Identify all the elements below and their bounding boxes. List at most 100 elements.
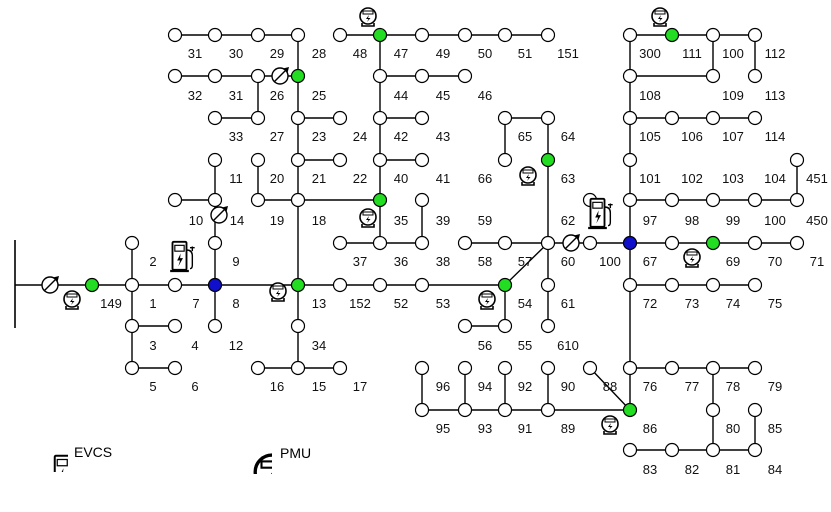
bus-node-76[interactable]	[622, 360, 638, 376]
bus-node-38[interactable]	[414, 235, 430, 251]
bus-node-src[interactable]	[84, 277, 100, 293]
bus-node-67[interactable]	[622, 235, 638, 251]
bus-node-88[interactable]	[582, 360, 598, 376]
bus-node-65[interactable]	[497, 110, 513, 126]
bus-node-450[interactable]	[789, 192, 805, 208]
bus-node-37[interactable]	[332, 235, 348, 251]
bus-node-48[interactable]	[332, 27, 348, 43]
bus-node-105[interactable]	[622, 110, 638, 126]
bus-node-106[interactable]	[664, 110, 680, 126]
bus-node-69[interactable]	[705, 235, 721, 251]
bus-node-84[interactable]	[747, 442, 763, 458]
bus-node-113[interactable]	[747, 68, 763, 84]
bus-node-89[interactable]	[540, 402, 556, 418]
bus-node-31b[interactable]	[207, 68, 223, 84]
bus-node-100a[interactable]	[705, 27, 721, 43]
bus-node-50[interactable]	[457, 27, 473, 43]
bus-node-64[interactable]	[540, 110, 556, 126]
bus-node-57[interactable]	[540, 235, 556, 251]
bus-node-90[interactable]	[540, 360, 556, 376]
bus-node-56[interactable]	[457, 318, 473, 334]
bus-node-109[interactable]	[705, 68, 721, 84]
bus-node-21[interactable]	[290, 152, 306, 168]
bus-node-96[interactable]	[414, 360, 430, 376]
bus-node-49[interactable]	[414, 27, 430, 43]
bus-node-41[interactable]	[414, 152, 430, 168]
bus-node-63[interactable]	[540, 152, 556, 168]
bus-node-72[interactable]	[622, 277, 638, 293]
bus-node-300[interactable]	[622, 27, 638, 43]
bus-node-47[interactable]	[372, 27, 388, 43]
bus-node-27[interactable]	[250, 110, 266, 126]
bus-node-46[interactable]	[457, 68, 473, 84]
bus-node-73[interactable]	[664, 277, 680, 293]
bus-node-25[interactable]	[290, 68, 306, 84]
bus-node-39[interactable]	[414, 192, 430, 208]
bus-node-34[interactable]	[290, 318, 306, 334]
bus-node-14[interactable]	[207, 192, 223, 208]
bus-node-24[interactable]	[332, 110, 348, 126]
bus-node-152[interactable]	[332, 277, 348, 293]
bus-node-8[interactable]	[207, 277, 223, 293]
bus-node-101[interactable]	[622, 152, 638, 168]
bus-node-83[interactable]	[622, 442, 638, 458]
bus-node-451[interactable]	[789, 152, 805, 168]
bus-node-15[interactable]	[290, 360, 306, 376]
bus-node-35[interactable]	[372, 192, 388, 208]
bus-node-86[interactable]	[622, 402, 638, 418]
bus-node-75[interactable]	[747, 277, 763, 293]
bus-node-95[interactable]	[414, 402, 430, 418]
bus-node-61[interactable]	[540, 277, 556, 293]
bus-node-81[interactable]	[705, 442, 721, 458]
bus-node-33[interactable]	[207, 110, 223, 126]
bus-node-92[interactable]	[497, 360, 513, 376]
bus-node-5[interactable]	[124, 360, 140, 376]
bus-node-98[interactable]	[664, 235, 680, 251]
bus-node-4[interactable]	[167, 318, 183, 334]
bus-node-107[interactable]	[705, 110, 721, 126]
bus-node-6[interactable]	[167, 360, 183, 376]
bus-node-42[interactable]	[372, 110, 388, 126]
bus-node-10[interactable]	[167, 192, 183, 208]
bus-node-36[interactable]	[372, 235, 388, 251]
bus-node-66[interactable]	[497, 152, 513, 168]
bus-node-44[interactable]	[372, 68, 388, 84]
bus-node-45[interactable]	[414, 68, 430, 84]
bus-node-20[interactable]	[250, 152, 266, 168]
bus-node-26[interactable]	[250, 68, 266, 84]
bus-node-58[interactable]	[497, 235, 513, 251]
bus-node-18[interactable]	[290, 192, 306, 208]
bus-node-79[interactable]	[747, 360, 763, 376]
bus-node-1[interactable]	[124, 277, 140, 293]
bus-node-19[interactable]	[250, 192, 266, 208]
bus-node-91[interactable]	[497, 402, 513, 418]
bus-node-13[interactable]	[290, 277, 306, 293]
bus-node-80[interactable]	[705, 402, 721, 418]
bus-node-9[interactable]	[207, 235, 223, 251]
bus-node-59[interactable]	[457, 235, 473, 251]
bus-node-610[interactable]	[540, 318, 556, 334]
bus-node-104[interactable]	[747, 192, 763, 208]
bus-node-102[interactable]	[664, 192, 680, 208]
bus-node-70[interactable]	[747, 235, 763, 251]
bus-node-97[interactable]	[622, 192, 638, 208]
bus-node-78[interactable]	[705, 360, 721, 376]
bus-node-12[interactable]	[207, 318, 223, 334]
bus-node-29[interactable]	[250, 27, 266, 43]
bus-node-112[interactable]	[747, 27, 763, 43]
bus-node-151[interactable]	[540, 27, 556, 43]
bus-node-111[interactable]	[664, 27, 680, 43]
bus-node-54[interactable]	[497, 277, 513, 293]
bus-node-71[interactable]	[789, 235, 805, 251]
bus-node-94[interactable]	[457, 360, 473, 376]
bus-node-108[interactable]	[622, 68, 638, 84]
bus-node-85[interactable]	[747, 402, 763, 418]
bus-node-43[interactable]	[414, 110, 430, 126]
bus-node-17[interactable]	[332, 360, 348, 376]
bus-node-52[interactable]	[372, 277, 388, 293]
bus-node-60[interactable]	[582, 235, 598, 251]
bus-node-40[interactable]	[372, 152, 388, 168]
bus-node-77[interactable]	[664, 360, 680, 376]
bus-node-53[interactable]	[414, 277, 430, 293]
bus-node-3[interactable]	[124, 318, 140, 334]
